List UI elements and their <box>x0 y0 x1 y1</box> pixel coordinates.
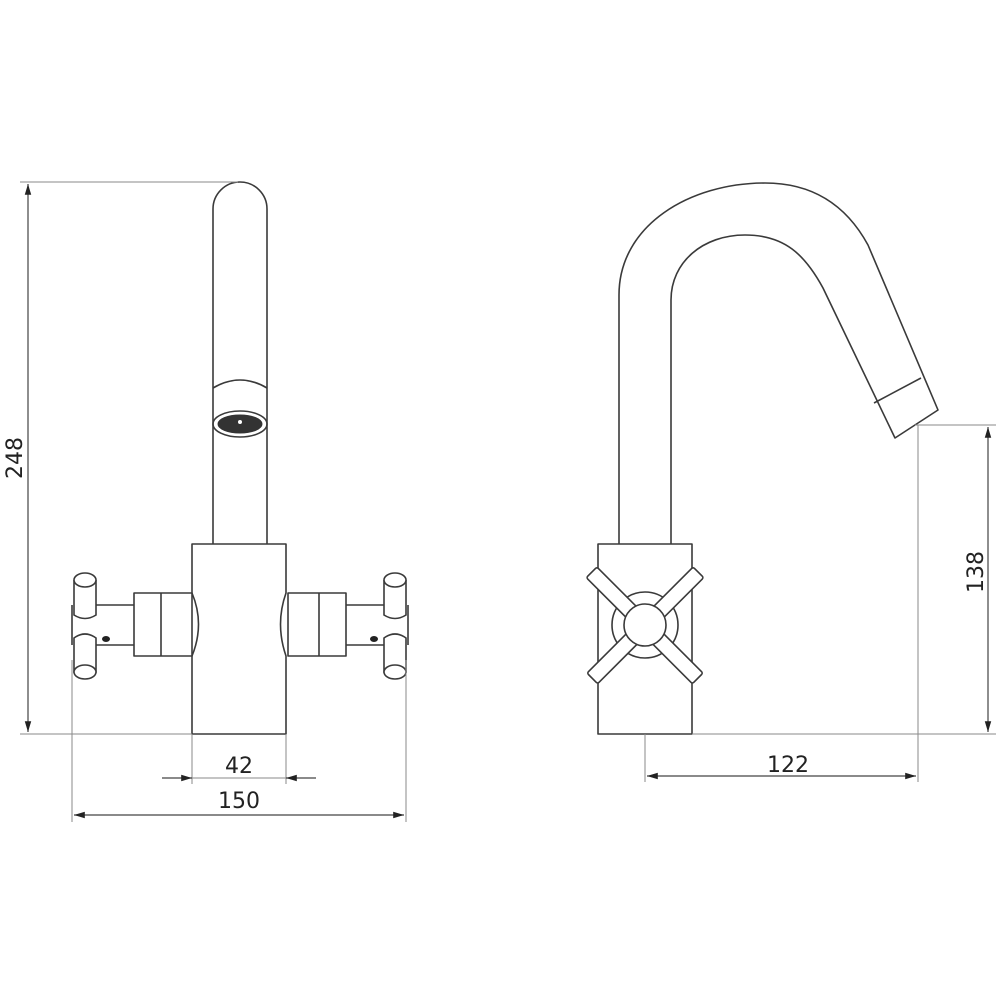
spout-tip-band <box>873 377 922 404</box>
dimension-spout-reach: 122 <box>644 425 919 782</box>
dimension-total-width: 150 <box>71 660 407 822</box>
gooseneck-spout <box>618 182 939 544</box>
dimension-total-height: 248 <box>3 181 238 735</box>
label-122: 122 <box>767 753 809 778</box>
side-view <box>586 182 939 735</box>
left-handle <box>71 572 193 680</box>
dimension-body-width: 42 <box>162 734 316 784</box>
label-150: 150 <box>218 789 260 814</box>
aerator-icon <box>212 410 268 438</box>
label-248: 248 <box>3 437 28 479</box>
right-handle <box>287 572 409 680</box>
front-body <box>191 543 287 735</box>
aerator-band <box>212 379 268 389</box>
cross-handle <box>586 567 704 684</box>
dimension-spout-height: 138 <box>692 424 996 735</box>
label-42: 42 <box>225 754 253 779</box>
label-138: 138 <box>964 551 989 593</box>
front-view <box>71 181 409 735</box>
front-spout <box>212 181 268 544</box>
